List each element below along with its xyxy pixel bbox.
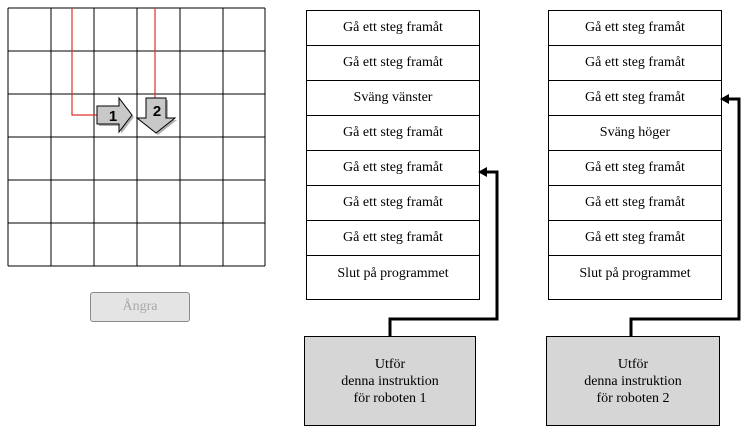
program-1-item[interactable]: Gå ett steg framåt xyxy=(307,116,479,151)
program-1-list: Gå ett steg framåt Gå ett steg framåt Sv… xyxy=(306,10,480,300)
robot-1-label: 1 xyxy=(109,108,117,125)
execute-robot-1-line1: Utför xyxy=(374,356,406,372)
execute-robot-2-line1: Utför xyxy=(617,356,649,372)
program-2-item[interactable]: Gå ett steg framåt xyxy=(549,221,721,256)
execute-robot-2-line2: denna instruktion xyxy=(584,373,682,389)
execute-robot-2-button[interactable]: Utför denna instruktion för roboten 2 xyxy=(546,336,720,426)
program-1-item[interactable]: Gå ett steg framåt xyxy=(307,46,479,81)
program-2-item[interactable]: Gå ett steg framåt xyxy=(549,186,721,221)
program-1-item[interactable]: Gå ett steg framåt xyxy=(307,11,479,46)
execute-robot-1-line2: denna instruktion xyxy=(341,373,439,389)
program-2-item[interactable]: Gå ett steg framåt xyxy=(549,151,721,186)
program-2-item[interactable]: Gå ett steg framåt xyxy=(549,81,721,116)
undo-button[interactable]: Ångra xyxy=(90,292,190,322)
program-1-item[interactable]: Gå ett steg framåt xyxy=(307,221,479,256)
execute-robot-1-line3: för roboten 1 xyxy=(353,390,427,406)
robot-2-label: 2 xyxy=(153,103,161,120)
execute-robot-1-button[interactable]: Utför denna instruktion för roboten 1 xyxy=(304,336,476,426)
robot-grid: 1 2 xyxy=(7,7,266,267)
program-2-item[interactable]: Slut på programmet xyxy=(579,266,691,281)
program-2-item[interactable]: Sväng höger xyxy=(549,116,721,151)
program-1-item[interactable]: Gå ett steg framåt xyxy=(307,186,479,221)
grid-lines xyxy=(7,7,266,267)
program-2-list: Gå ett steg framåt Gå ett steg framåt Gå… xyxy=(548,10,722,300)
program-1-item[interactable]: Slut på programmet xyxy=(337,266,449,281)
program-1-item[interactable]: Gå ett steg framåt xyxy=(307,151,479,186)
program-2-item[interactable]: Gå ett steg framåt xyxy=(549,11,721,46)
robot-2-arrow-icon: 2 xyxy=(135,97,177,135)
robot-1-arrow-icon: 1 xyxy=(96,96,134,134)
program-2-item[interactable]: Gå ett steg framåt xyxy=(549,46,721,81)
robot-1-path xyxy=(71,8,99,116)
program-1-item[interactable]: Sväng vänster xyxy=(307,81,479,116)
execute-robot-2-line3: för roboten 2 xyxy=(596,390,670,406)
